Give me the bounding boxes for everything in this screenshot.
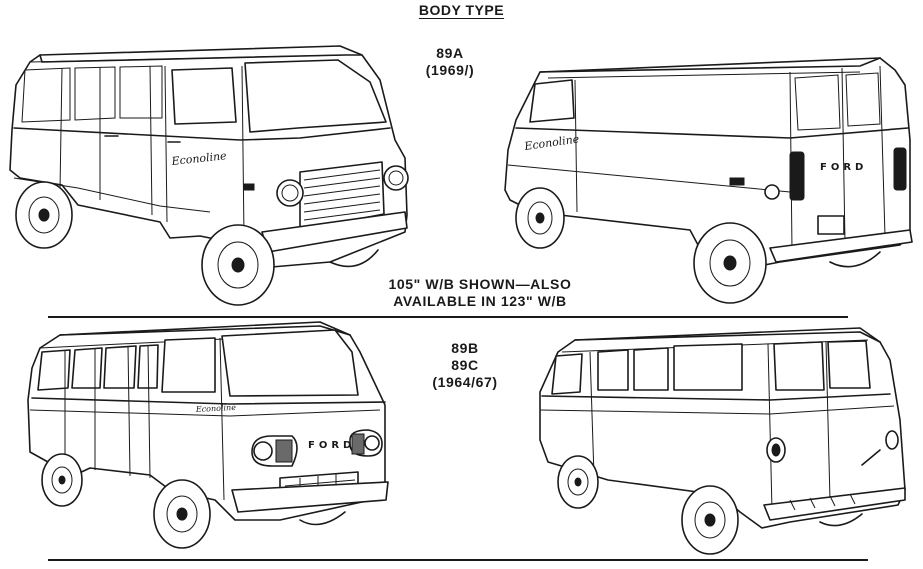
section-divider <box>48 316 848 318</box>
bottom-divider <box>48 559 868 561</box>
wheelbase-note: 105" W/B SHOWN—ALSO AVAILABLE IN 123" W/… <box>330 276 630 310</box>
heading-text: BODY TYPE <box>418 2 505 18</box>
code-label-89a: 89A (1969/) <box>395 45 505 79</box>
note-line: 105" W/B SHOWN—ALSO <box>388 276 572 292</box>
code-line: 89C <box>451 357 479 373</box>
diagram-heading: BODY TYPE <box>0 2 923 18</box>
ford-badge: FORD <box>308 440 355 451</box>
code-line: 89B <box>451 340 479 356</box>
code-line: 89A <box>436 45 464 61</box>
van-1964-front-view-icon: FORD Econoline <box>28 322 388 548</box>
van-1969-rear-view-icon: FORD Econoline <box>505 58 912 303</box>
van-1964-rear-view-icon <box>540 328 905 554</box>
code-label-89b-89c: 89B 89C (1964/67) <box>410 340 520 391</box>
year-line: (1964/67) <box>432 374 498 390</box>
van-1969-front-view-icon: Econoline <box>10 46 408 305</box>
econoline-script: Econoline <box>195 403 237 414</box>
econoline-script: Econoline <box>170 149 228 168</box>
note-line: AVAILABLE IN 123" W/B <box>393 293 567 309</box>
ford-badge: FORD <box>820 162 867 173</box>
year-line: (1969/) <box>425 62 475 78</box>
